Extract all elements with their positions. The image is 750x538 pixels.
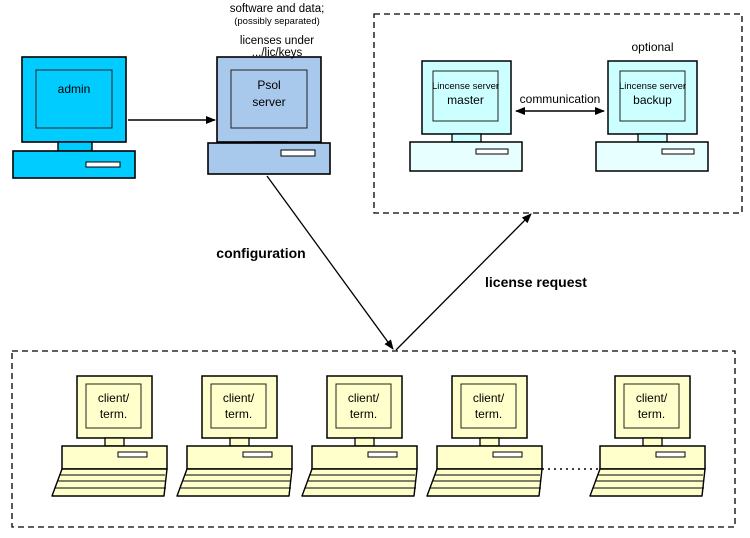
- licenses-under-label: licenses under: [239, 35, 315, 47]
- client-terminal: [51, 375, 168, 497]
- client-terminal-label-line2: term.: [349, 407, 378, 421]
- client-terminal-label-line1: client/: [222, 391, 255, 405]
- lic-keys-path-label: .../lic/keys: [251, 47, 303, 59]
- optional-label: optional: [631, 40, 674, 54]
- arrow-license-request: [395, 213, 532, 351]
- configuration-edge-label: configuration: [216, 245, 306, 261]
- communication-edge-label: communication: [519, 92, 601, 106]
- license-master-label-line2: master: [447, 93, 484, 107]
- license-server-group-box: [373, 13, 743, 214]
- client-terminal-label-line1: client/: [97, 391, 130, 405]
- psol-server-computer: [207, 56, 331, 175]
- client-terminal-label-line2: term.: [474, 407, 503, 421]
- arrow-configuration: [266, 175, 394, 350]
- client-terminal-label-line2: term.: [99, 407, 128, 421]
- client-terminal-label-line1: client/: [635, 391, 668, 405]
- client-terminal-label-line2: term.: [637, 407, 666, 421]
- possibly-separated-label: (possibly separated): [234, 16, 320, 27]
- client-terminal: [176, 375, 293, 497]
- license-request-edge-label: license request: [485, 274, 587, 290]
- license-backup-label-line2: backup: [633, 93, 672, 107]
- license-master-label-line1: Lincense server: [431, 81, 500, 92]
- client-terminal-label-line1: client/: [472, 391, 505, 405]
- license-backup-label-line1: Lincense server: [618, 81, 687, 92]
- admin-computer: [12, 56, 136, 179]
- software-and-data-label: software and data;: [229, 3, 325, 15]
- psol-server-node-label-line2: server: [252, 95, 286, 109]
- client-group-box: [11, 350, 736, 528]
- license-server-master-computer: [409, 60, 523, 172]
- client-terminal-label-line1: client/: [347, 391, 380, 405]
- client-terminal-label-line2: term.: [224, 407, 253, 421]
- client-terminal: [301, 375, 418, 497]
- client-terminal: [589, 375, 706, 497]
- client-terminal: [426, 375, 543, 497]
- psol-server-node-label-line1: Psol: [257, 78, 281, 92]
- license-server-backup-computer: [595, 60, 709, 172]
- admin-node-label: admin: [57, 82, 91, 96]
